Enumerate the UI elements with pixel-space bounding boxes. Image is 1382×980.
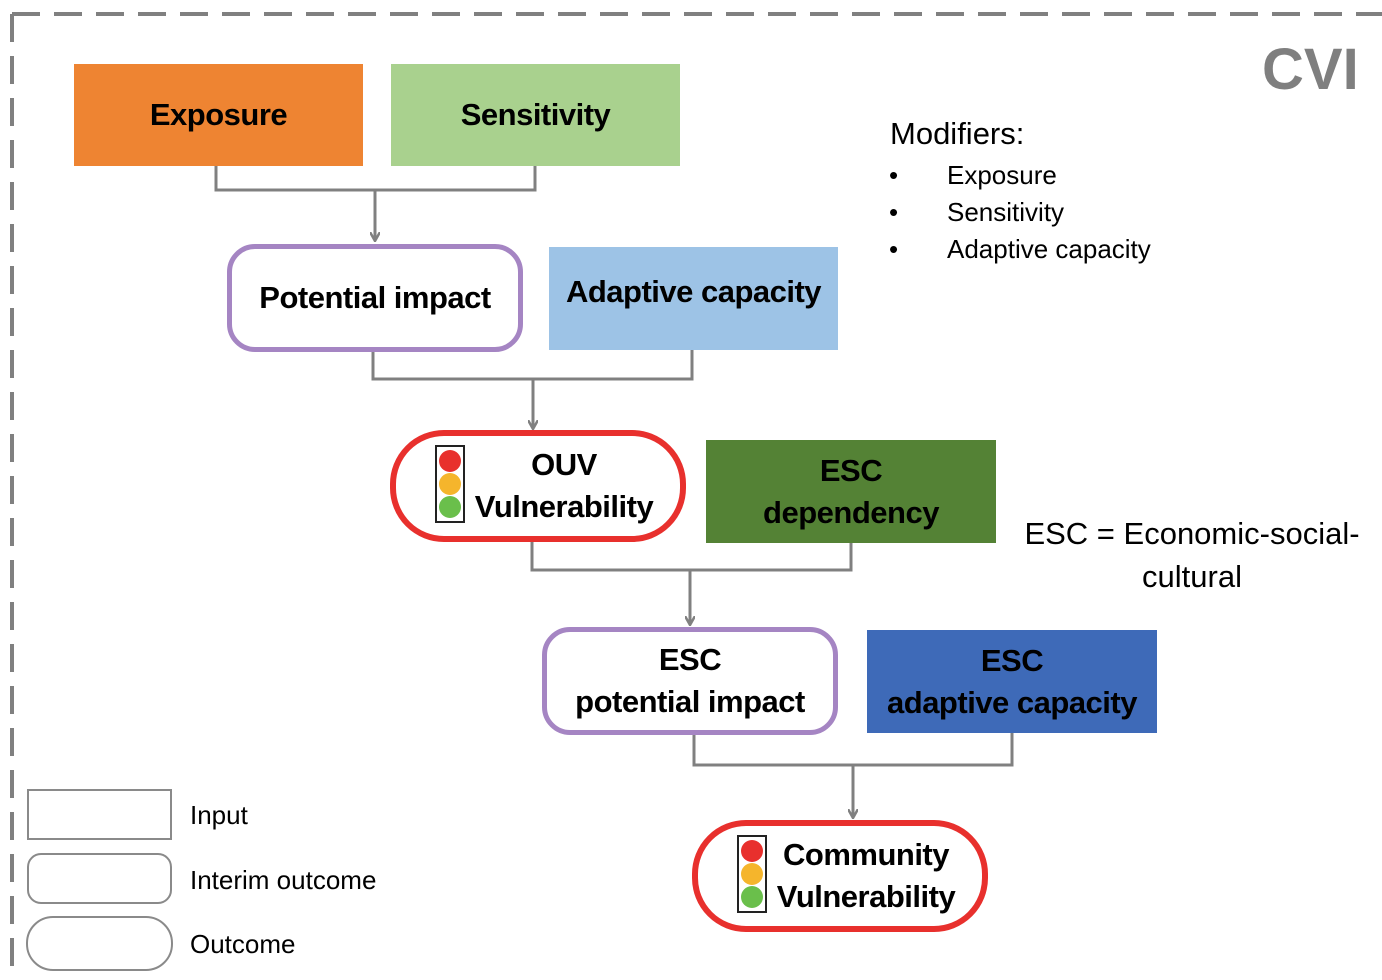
legend-outcome-shape [26, 916, 173, 971]
modifier-item: Sensitivity [947, 197, 1065, 227]
green-light-icon [439, 495, 461, 518]
modifier-item: Exposure [947, 160, 1057, 190]
esc-dependency-line1: ESC [819, 452, 883, 488]
esc-adaptive-capacity-line1: ESC [980, 642, 1044, 678]
community-vulnerability-line2: Vulnerability [776, 879, 956, 914]
amber-light-icon [439, 472, 461, 495]
corner-title: CVI [1262, 37, 1359, 102]
legend-outcome-label: Outcome [190, 929, 296, 959]
green-light-icon [741, 885, 763, 908]
esc-adaptive-capacity-box: ESC adaptive capacity [867, 630, 1157, 733]
esc-note: ESC = Economic-social- cultural [1022, 512, 1362, 598]
bullet-icon: • [889, 160, 899, 190]
esc-adaptive-capacity-line2: adaptive capacity [887, 684, 1137, 720]
ouv-vulnerability-line2: Vulnerability [474, 489, 654, 524]
red-light-icon [741, 840, 763, 863]
connector-ouv-dependency [530, 542, 853, 624]
adaptive-capacity-box: Adaptive capacity [549, 247, 838, 350]
ouv-vulnerability-line1: OUV [531, 447, 597, 483]
connector-exposure-sensitivity [214, 166, 537, 240]
adaptive-capacity-label: Adaptive capacity [565, 273, 822, 309]
legend-interim-shape [27, 853, 172, 904]
esc-dependency-box: ESC dependency [706, 440, 996, 543]
esc-note-line2: cultural [1142, 559, 1242, 594]
connector-impact-adaptive [371, 350, 694, 428]
exposure-box: Exposure [74, 64, 363, 166]
connector-escimpact-escadaptive [692, 733, 1014, 817]
bullet-icon: • [889, 234, 899, 264]
exposure-label: Exposure [149, 97, 288, 133]
traffic-light-icon [435, 445, 465, 523]
amber-light-icon [741, 862, 763, 885]
modifiers-title: Modifiers: [890, 116, 1025, 151]
legend-interim-label: Interim outcome [190, 865, 377, 895]
sensitivity-box: Sensitivity [391, 64, 680, 166]
red-light-icon [439, 450, 461, 473]
traffic-light-icon [737, 835, 767, 913]
esc-potential-impact-node: ESC potential impact [542, 627, 838, 735]
potential-impact-label: Potential impact [259, 280, 491, 316]
potential-impact-node: Potential impact [227, 244, 523, 352]
modifier-item: Adaptive capacity [947, 234, 1151, 264]
esc-potential-impact-line2: potential impact [575, 684, 805, 719]
esc-note-line1: ESC = Economic-social- [1024, 516, 1360, 551]
esc-dependency-line2: dependency [763, 494, 939, 530]
community-vulnerability-line1: Community [783, 837, 950, 873]
sensitivity-label: Sensitivity [460, 97, 611, 133]
legend-input-label: Input [190, 800, 248, 830]
bullet-icon: • [889, 197, 899, 227]
legend-input-shape [27, 789, 172, 840]
esc-potential-impact-line1: ESC [658, 642, 722, 678]
